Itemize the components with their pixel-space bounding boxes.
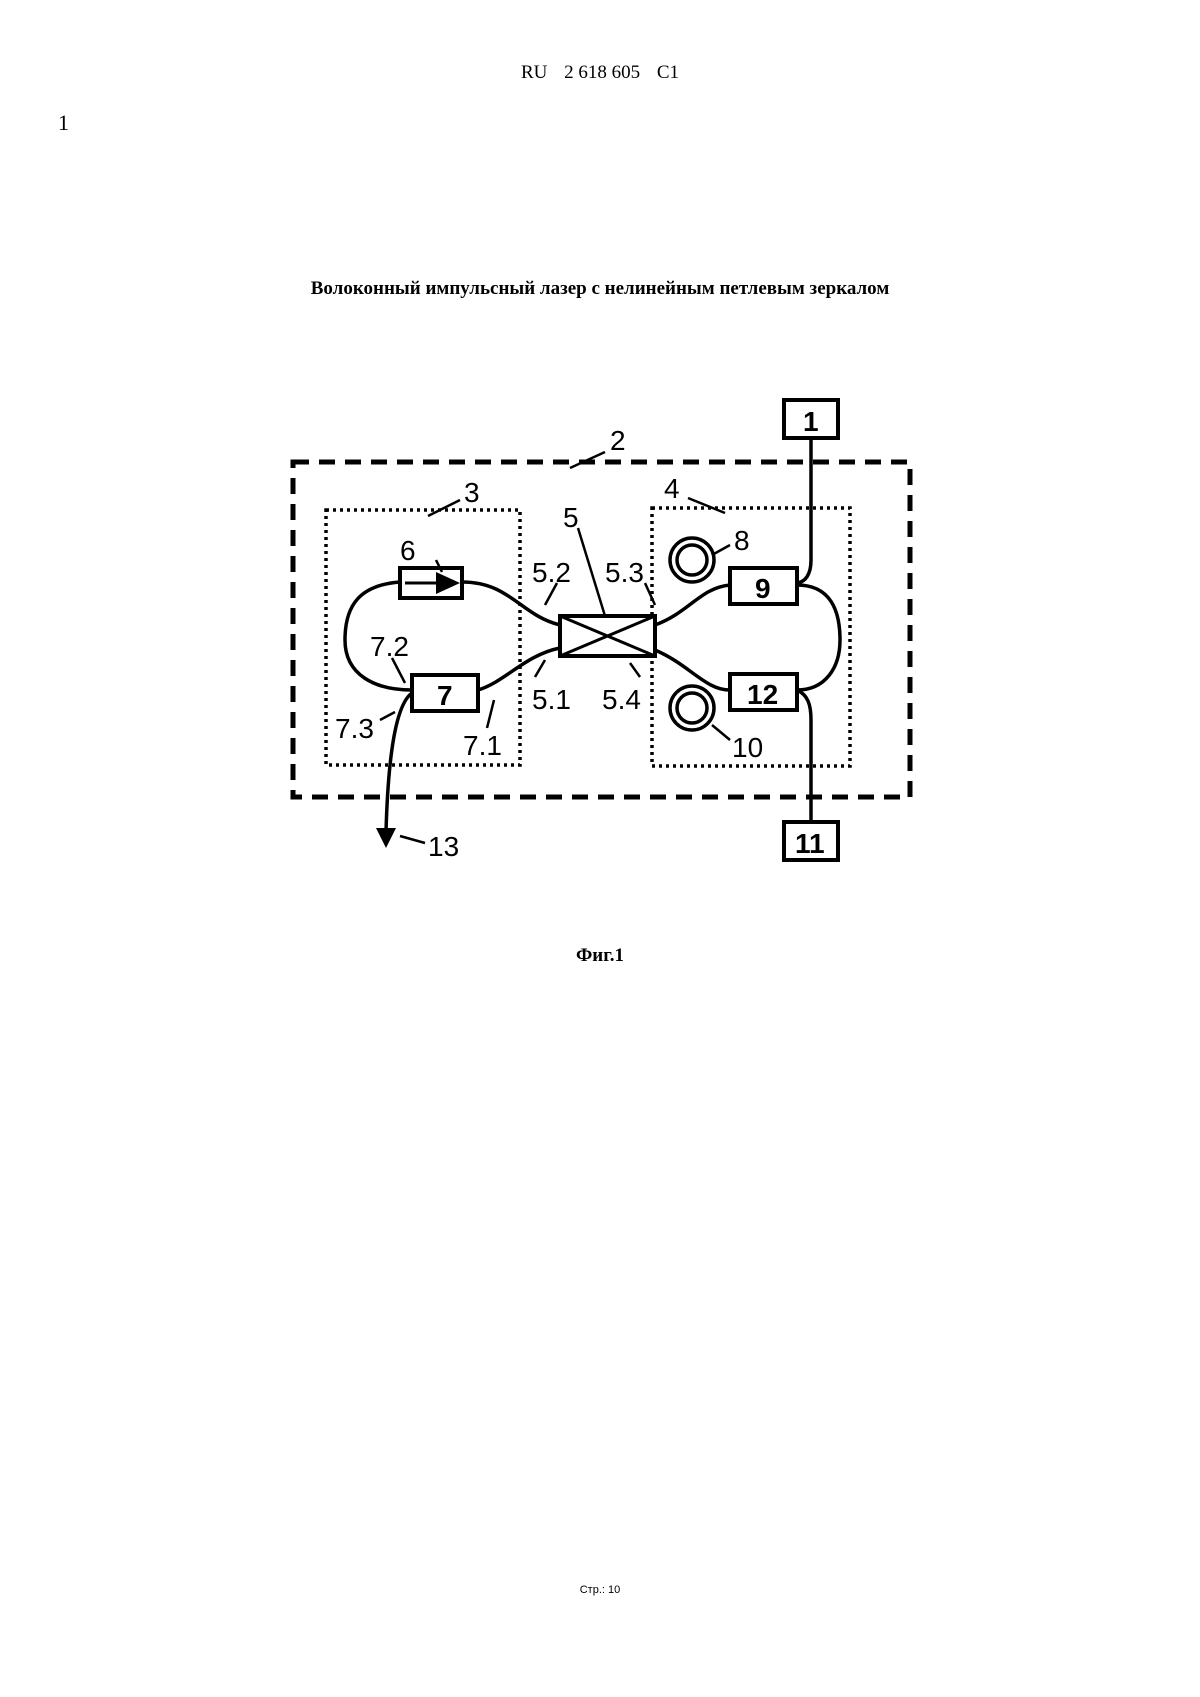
label-7: 7 [437, 680, 453, 711]
label-5: 5 [563, 502, 579, 533]
label-7-3: 7.3 [335, 713, 374, 744]
isolator-6 [400, 568, 462, 598]
coupler-5 [560, 616, 655, 656]
output-arrow-13 [376, 828, 396, 848]
label-11: 11 [795, 828, 825, 859]
label-5-2: 5.2 [532, 557, 571, 588]
label-12: 12 [747, 679, 778, 710]
label-1: 1 [803, 406, 819, 437]
label-4: 4 [664, 473, 680, 504]
label-6: 6 [400, 535, 416, 566]
label-13: 13 [428, 831, 459, 862]
label-3: 3 [464, 477, 480, 508]
label-9: 9 [755, 573, 771, 604]
page-footer: Стр.: 10 [0, 1584, 1200, 1596]
label-5-3: 5.3 [605, 557, 644, 588]
figure-caption: Фиг.1 [0, 945, 1200, 967]
label-5-4: 5.4 [602, 684, 641, 715]
label-7-2: 7.2 [370, 631, 409, 662]
label-8: 8 [734, 525, 750, 556]
label-10: 10 [732, 732, 763, 763]
label-2: 2 [610, 425, 626, 456]
label-5-1: 5.1 [532, 684, 571, 715]
fiber-coil-8 [670, 538, 714, 582]
label-7-1: 7.1 [463, 730, 502, 761]
fiber-coil-10 [670, 686, 714, 730]
